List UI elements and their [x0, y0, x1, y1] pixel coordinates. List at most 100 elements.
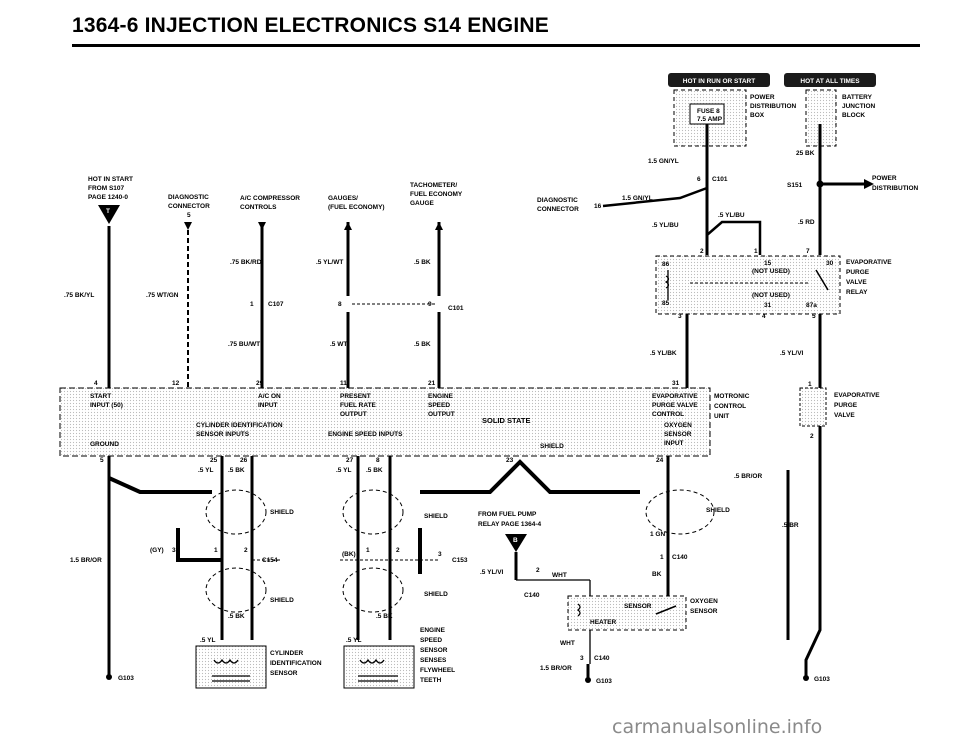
wht-b: WHT [560, 640, 575, 647]
c154: C154 [262, 557, 278, 564]
ecu-oxygen-1: OXYGEN [664, 422, 692, 429]
c101-top: C101 [712, 176, 728, 183]
oxygen-sensor [567, 595, 687, 631]
ecu-pin-23: 23 [506, 457, 514, 464]
wire-5ylbu-a: .5 YL/BU [652, 222, 679, 229]
badge-hot-all-times-label: HOT AT ALL TIMES [800, 78, 860, 85]
wire-5ylbk: .5 YL/BK [650, 350, 677, 357]
shield-2: SHIELD [424, 513, 448, 520]
pin-1-c107: 1 [250, 301, 254, 308]
g103-b: G103 [596, 678, 612, 685]
page-title: 1364-6 INJECTION ELECTRONICS S14 ENGINE [72, 14, 549, 37]
shield-4: SHIELD [424, 591, 448, 598]
relay-pin-7: 7 [806, 248, 810, 255]
power-dist-label-1: POWER [750, 94, 775, 101]
hot-start-2: FROM S107 [88, 185, 125, 192]
battery-label-1: BATTERY [842, 94, 873, 101]
wire-bk: BK [652, 571, 662, 578]
g103-a: G103 [118, 675, 134, 682]
hot-start-3: PAGE 1240-0 [88, 194, 128, 201]
wire-5bk-c: .5 BK [228, 467, 245, 474]
ecu-speed-3: OUTPUT [428, 411, 455, 418]
ecu-oxygen-2: SENSOR [664, 431, 692, 438]
wire-5bk-b: .5 BK [414, 341, 431, 348]
cyl-sensor-3: SENSOR [270, 670, 298, 677]
relay-t85: 85 [662, 300, 670, 307]
c153: C153 [452, 557, 468, 564]
relay-t31: 31 [764, 302, 772, 309]
ecu-shield: SHIELD [540, 443, 564, 450]
t-marker-label: T [106, 208, 110, 215]
fuse-amp-label: 7.5 AMP [697, 116, 723, 123]
ecu-fuel-2: FUEL RATE [340, 402, 377, 409]
relay-t30: 30 [826, 260, 834, 267]
diag-connector-1: DIAGNOSTIC [168, 194, 209, 201]
from-fuel-pump-2: RELAY PAGE 1364-4 [478, 521, 541, 528]
c140-a: C140 [524, 592, 540, 599]
ecu-ac-1: A/C ON [258, 393, 281, 400]
wire-5wt: .5 WT [330, 341, 347, 348]
ecu-oxygen-3: INPUT [664, 440, 684, 447]
wire-1-5-gnyl-b: 1.5 GN/YL [622, 195, 653, 202]
wire-75bkyl: .75 BK/YL [64, 292, 94, 299]
ecu-speed-2: SPEED [428, 402, 450, 409]
relay-pin-4: 4 [762, 313, 766, 320]
wht-a: WHT [552, 572, 567, 579]
wire-5ylwt: .5 YL/WT [316, 259, 343, 266]
pin-2b: 2 [396, 547, 400, 554]
shield-1: SHIELD [270, 509, 294, 516]
pin-1a: 1 [214, 547, 218, 554]
wire-5yl-c: .5 YL [200, 637, 215, 644]
engine-speed-sensor [343, 645, 415, 689]
relay-pin-3: 3 [678, 313, 682, 320]
gauges-2: (FUEL ECONOMY) [328, 204, 385, 211]
b-marker-label: B [513, 537, 518, 544]
shield-5: SHIELD [706, 507, 730, 514]
power-dist-label-2: DISTRIBUTION [750, 103, 797, 110]
badge-hot-all-times [784, 73, 876, 87]
ecu-engine-speed-inputs: ENGINE SPEED INPUTS [328, 431, 403, 438]
battery-label-2: JUNCTION [842, 103, 876, 110]
battery-label-3: BLOCK [842, 112, 865, 119]
heater-label: HEATER [590, 619, 617, 626]
wire-75buwt: .75 BU/WT [228, 341, 260, 348]
gy-label: (GY) [150, 547, 164, 554]
pin-3c: 3 [580, 655, 584, 662]
wire-5ylbu-b: .5 YL/BU [718, 212, 745, 219]
ecu-ground: GROUND [90, 441, 119, 448]
motronic-control-unit [59, 387, 711, 457]
hot-start-1: HOT IN START [88, 176, 133, 183]
wire-5bk-e: .5 BK [228, 613, 245, 620]
relay-t15: 15 [764, 260, 772, 267]
c140-c: C140 [594, 655, 610, 662]
ecu-cyl-1: CYLINDER IDENTIFICATION [196, 422, 283, 429]
power-distribution-1: POWER [872, 175, 897, 182]
ecu-pin-5b: 5 [100, 457, 104, 464]
tach-2: FUEL ECONOMY [410, 191, 463, 198]
wire-5yl-d: .5 YL [346, 637, 361, 644]
wire-1gn: 1 GN [650, 531, 665, 538]
ecu-solid-state: SOLID STATE [482, 416, 530, 425]
ecu-ac-2: INPUT [258, 402, 278, 409]
evap-valve-1: EVAPORATIVE [834, 392, 880, 399]
ecu-pin-21: 21 [428, 380, 436, 387]
pin-3b: 3 [438, 551, 442, 558]
t-marker [98, 205, 120, 224]
eng-speed-sensor-6: TEETH [420, 677, 442, 684]
wire-5br: .5 BR [782, 522, 799, 529]
c101-mid: C101 [448, 305, 464, 312]
relay-pin-2: 2 [700, 248, 704, 255]
ecu-fuel-3: OUTPUT [340, 411, 367, 418]
wire-5rd: .5 RD [798, 219, 815, 226]
c107: C107 [268, 301, 284, 308]
pin-1b: 1 [366, 547, 370, 554]
shield-3: SHIELD [270, 597, 294, 604]
pin-2c: 2 [536, 567, 540, 574]
ecu-fuel-1: PRESENT [340, 393, 371, 400]
relay-pin-1: 1 [754, 248, 758, 255]
oxygen-sensor-2: SENSOR [690, 608, 718, 615]
diag-connector-right-1: DIAGNOSTIC [537, 197, 578, 204]
wire-15bror-b: 1.5 BR/OR [540, 665, 572, 672]
power-dist-label-3: BOX [750, 112, 765, 119]
